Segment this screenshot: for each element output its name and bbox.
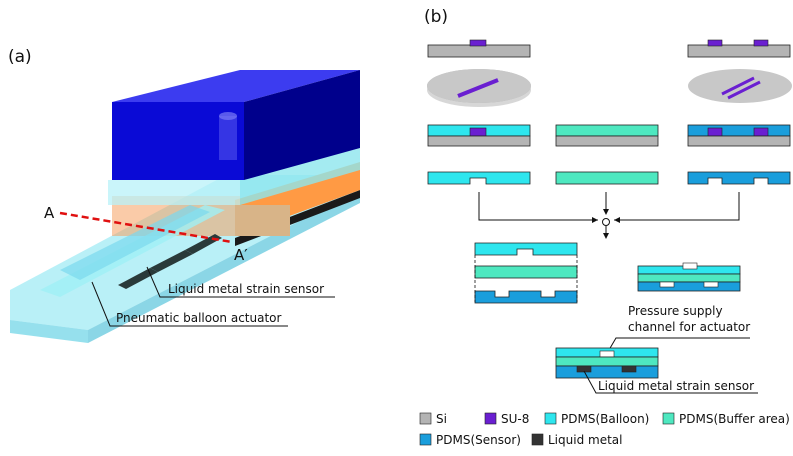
panel-b-label: (b) [424,7,448,27]
legend-swatch-balloon [544,412,557,425]
blue-block-front [112,102,244,180]
su8-in-sensor-cast-1 [707,127,723,137]
legend-swatch-buffer [662,412,675,425]
balloon-strip-upper [60,205,210,280]
sensor-layer-peeled [687,171,791,185]
su8-mold-sensor-2 [753,39,769,47]
pressure-label-line1: Pressure supply [628,304,723,318]
exploded-sensor-layer [474,290,578,304]
blue-block-side [244,70,360,180]
exploded-buffer-layer [474,265,578,279]
base-slab-front [10,320,88,343]
legend-label-sensor: PDMS(Sensor) [436,433,521,447]
final-sensor-layer [555,365,659,379]
arrowhead-from-sensor [614,217,620,223]
liquid-metal-seg-1 [118,268,158,289]
si-under-buffer-cast [555,135,659,147]
legend: Si SU-8 PDMS(Balloon) PDMS(Buffer area) … [419,412,790,447]
bonded-sensor-channel-1 [659,281,675,288]
arrowhead-from-buffer [603,209,609,215]
bonded-balloon-cavity [682,262,698,270]
liquid-metal-seg-2 [150,250,193,272]
si-wafer-sensor [687,44,791,58]
bonded-buffer-layer [637,273,741,283]
sensor-leader-line [146,266,335,298]
section-line [59,211,233,244]
bonding-node [602,218,610,226]
panel-a-label: (a) [8,47,32,67]
su8-mold-sensor-1 [707,39,723,47]
legend-label-su8: SU-8 [501,412,529,426]
legend-label-buffer: PDMS(Buffer area) [679,412,790,426]
balloon-layer-peeled [427,171,531,185]
arrow-from-sensor [614,192,740,221]
si-wafer-balloon [427,44,531,58]
device-3d-illustration [10,70,360,343]
si-under-balloon-cast [427,135,531,147]
arrowhead-to-assembly [603,233,609,239]
bonded-sensor-channel-2 [703,281,719,288]
final-sensor-leader-line [583,370,758,394]
arrowhead-from-balloon [592,217,598,223]
legend-swatch-si [419,412,432,425]
actuator-label: Pneumatic balloon actuator [116,311,282,325]
legend-label-metal: Liquid metal [548,433,622,447]
sensor-pdms-cast [687,124,791,137]
legend-swatch-metal [531,433,544,446]
su8-in-sensor-cast-2 [753,127,769,137]
legend-swatch-sensor [419,433,432,446]
su8-pattern-balloon [457,78,499,98]
buffer-pdms-cast [555,124,659,137]
section-end-label: A′ [234,246,248,264]
su8-mold-balloon [469,39,487,47]
blue-block-top [112,70,360,102]
final-buffer-layer [555,356,659,367]
su8-pattern-sensor-2 [727,80,761,100]
sensor-label-b: Liquid metal strain sensor [598,379,754,393]
block-cyan-front [108,180,240,205]
pressure-label-line2: channel for actuator [628,320,750,334]
legend-label-si: Si [436,412,447,426]
block-tan-face [235,205,290,236]
pressure-inlet-tube [219,116,237,160]
section-start-label: A [44,204,55,222]
si-under-sensor-cast [687,135,791,147]
final-liquid-metal-2 [621,365,637,373]
final-pressure-channel [599,350,615,358]
su8-pattern-sensor-1 [721,76,755,96]
arrow-from-balloon [478,192,598,221]
buffer-layer-peeled [555,171,659,185]
su8-in-balloon-cast [469,127,487,137]
bonded-sensor-layer [637,281,741,292]
sensor-label-a: Liquid metal strain sensor [168,282,324,296]
pressure-inlet-top [219,112,237,120]
legend-swatch-su8 [484,412,497,425]
exploded-balloon-layer [474,242,578,256]
legend-label-balloon: PDMS(Balloon) [561,412,649,426]
actuator-leader-line [91,281,288,327]
base-slab-side [88,190,360,343]
block-cyan-side [240,148,360,205]
